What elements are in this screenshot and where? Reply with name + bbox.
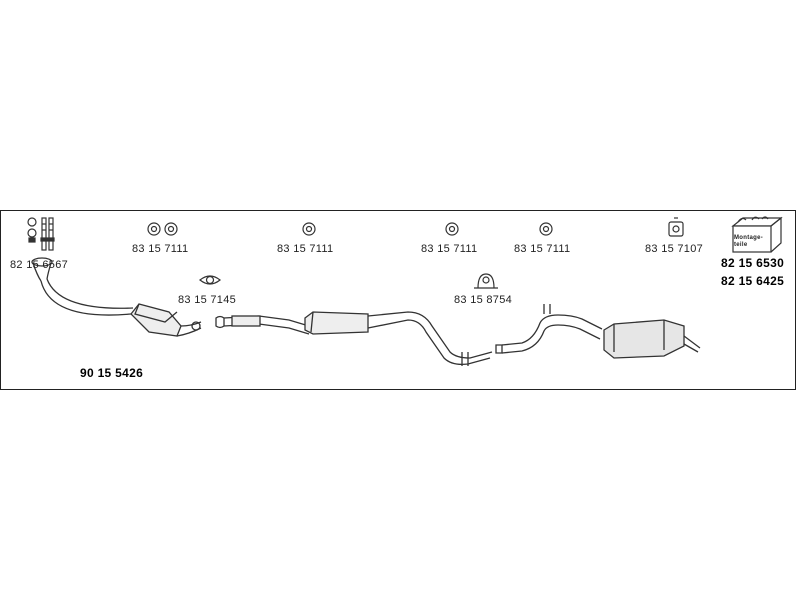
hanger-icon (302, 222, 316, 236)
middle-pipe-icon (215, 315, 310, 335)
hanger-part-number: 83 15 7111 (277, 243, 334, 255)
gasket-icon (199, 275, 221, 285)
diagram-frame (0, 210, 796, 390)
hanger-part-number: 83 15 7111 (421, 243, 478, 255)
ring-clamp-part-number: 83 15 8754 (454, 294, 513, 306)
clamp-set-icon (27, 217, 55, 251)
rear-muffler-icon (603, 319, 701, 359)
rear-hanger-icon (668, 217, 684, 237)
hanger-part-number: 83 15 7111 (132, 243, 189, 255)
mounting-kit-part-number: 82 15 6530 (721, 256, 785, 270)
mounting-kit-part-number: 82 15 6425 (721, 274, 785, 288)
system-part-number: 90 15 5426 (80, 366, 144, 380)
rear-hanger-part-number: 83 15 7107 (645, 243, 704, 255)
hanger-icon (147, 222, 178, 236)
ring-clamp-icon (474, 273, 498, 289)
mounting-kit-icon (731, 216, 783, 253)
rear-pipe-icon (495, 304, 603, 354)
mounting-kit-box-label: Montage- teile (734, 235, 764, 248)
front-pipe-icon (31, 257, 134, 316)
gasket-part-number: 83 15 7145 (178, 294, 237, 306)
hanger-icon (539, 222, 553, 236)
catalytic-converter-icon (130, 303, 202, 337)
center-muffler-icon (304, 311, 493, 366)
clamp-set-part-number: 82 15 6567 (10, 259, 69, 271)
hanger-part-number: 83 15 7111 (514, 243, 571, 255)
hanger-icon (445, 222, 459, 236)
